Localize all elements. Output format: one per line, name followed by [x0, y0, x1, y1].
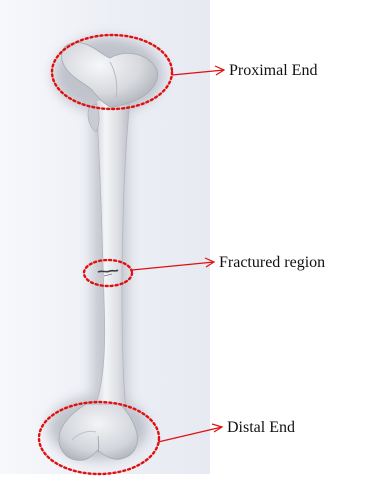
proximal-end-label: Proximal End: [229, 63, 317, 79]
distal-end-label: Distal End: [227, 420, 295, 436]
fractured-region-arrow: [132, 258, 214, 270]
proximal-end-arrow: [172, 66, 224, 75]
femur-bone: [59, 42, 158, 460]
distal-end-arrow: [158, 424, 222, 442]
fractured-region-label: Fractured region: [219, 255, 325, 271]
